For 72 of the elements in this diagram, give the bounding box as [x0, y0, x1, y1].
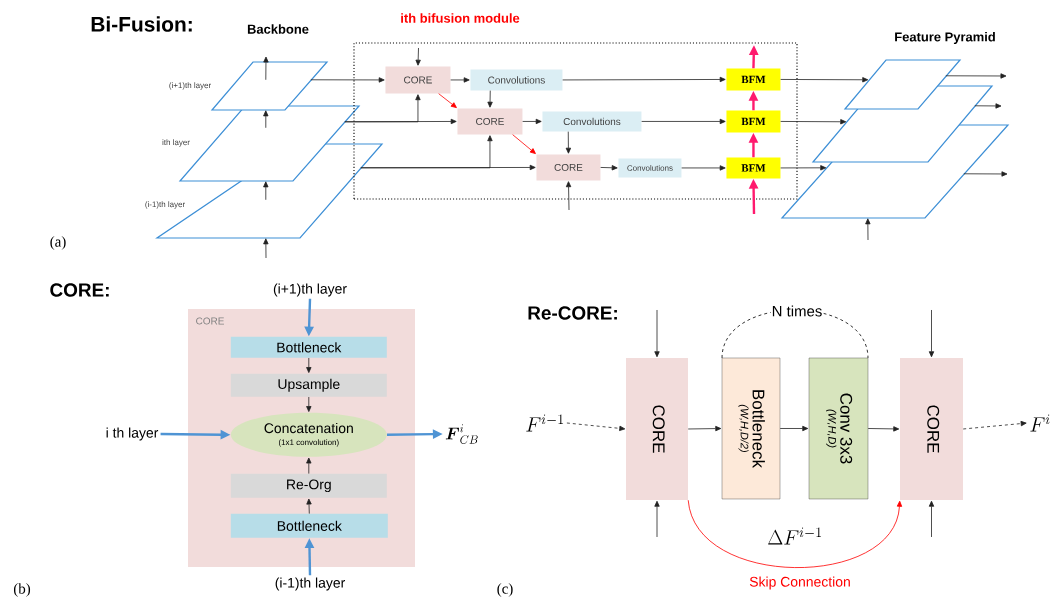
convolution-box: Conv 3x3 (W,H,D) [808, 357, 869, 500]
panel-title: Bi-Fusion: [91, 16, 192, 32]
convolution-box: Convolutions [470, 69, 563, 91]
arrow [306, 498, 312, 514]
input-label: (i-1)th layer [275, 577, 346, 591]
panel-title: Re-CORE: [528, 306, 617, 320]
module-heading: ith bifusion module [401, 13, 520, 23]
arrow [263, 56, 269, 81]
arrow [310, 77, 385, 83]
edge-label: Skip Connection [748, 575, 852, 591]
output-formula: $\boldsymbol{F}^{i}_{CB}$ [445, 424, 478, 444]
arrow [263, 181, 269, 201]
arrow [780, 77, 869, 83]
repeat-label: N times [770, 304, 824, 318]
bfm-box: BFM [726, 157, 781, 179]
arrow [654, 309, 660, 358]
arrow [306, 357, 312, 373]
arrow [565, 181, 572, 211]
input-formula: $F^{i-1}$ [526, 414, 564, 432]
arrow [360, 135, 493, 169]
panel-label: (a) [50, 236, 66, 250]
arrow [780, 119, 847, 125]
panel-label: (b) [13, 583, 31, 597]
arrow [415, 47, 421, 66]
section-heading: Backbone [247, 24, 309, 34]
arrow [974, 103, 1002, 109]
arrow [928, 309, 935, 358]
arrow [681, 165, 726, 171]
core-box: CORE [457, 108, 523, 135]
arrow [600, 165, 618, 171]
arrow [779, 425, 809, 432]
arrow [562, 76, 726, 83]
bottleneck-box: Bottleneck [230, 513, 388, 538]
delta-formula: $\Delta F^{i-1}$ [768, 527, 821, 545]
input-label: (i+1)th layer [273, 283, 347, 297]
convolution-box: Convolutions [542, 111, 642, 132]
arrow [565, 131, 572, 154]
arrow [641, 118, 726, 125]
arrow [566, 422, 626, 431]
arrow [512, 134, 536, 154]
arrow [450, 77, 470, 83]
arrow [654, 500, 660, 538]
input-label: i th layer [106, 427, 159, 441]
panel-label: (c) [497, 583, 513, 597]
arrow [865, 218, 871, 241]
section-heading: Feature Pyramid [895, 31, 995, 45]
arrow [487, 90, 493, 108]
arrow [438, 93, 457, 108]
bottleneck-box: Bottleneck (W,H,D/2) [721, 357, 781, 500]
arrow [962, 420, 1027, 430]
arrow [263, 110, 269, 129]
core-box: CORE [385, 66, 451, 94]
bfm-box: BFM [726, 68, 781, 91]
output-formula: $F^{i}$ [1030, 414, 1050, 432]
arrow [687, 425, 722, 432]
panel-title: CORE: [50, 283, 109, 297]
core-box: CORE [900, 358, 963, 500]
core-box: CORE [626, 358, 688, 500]
arrow [306, 457, 312, 474]
core-box: CORE [536, 154, 601, 181]
bfm-box: BFM [726, 110, 781, 133]
arrow [780, 165, 827, 171]
arrow [263, 238, 269, 259]
arrow [306, 396, 312, 412]
reorg-box: Re-Org [230, 473, 387, 498]
upsample-box: Upsample [230, 373, 387, 397]
arrow [963, 171, 1008, 177]
arrow [522, 118, 542, 125]
arrow [687, 499, 903, 568]
arrow [928, 500, 935, 538]
arrow [344, 94, 421, 123]
arrow [867, 426, 900, 432]
